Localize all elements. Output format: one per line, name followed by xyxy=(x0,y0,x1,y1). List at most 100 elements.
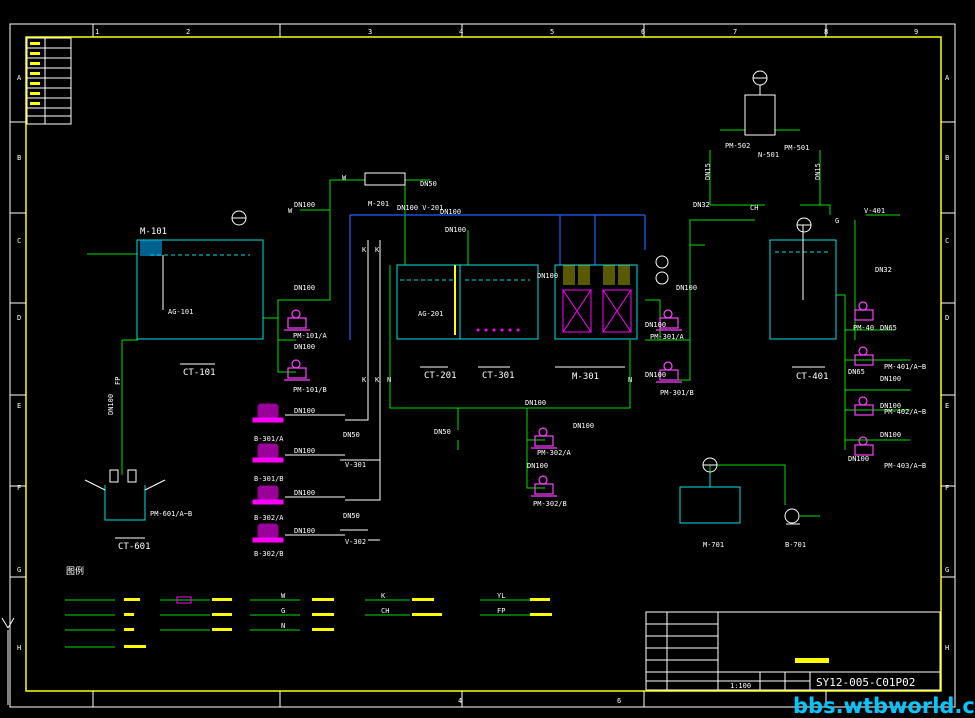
pipe-size-label: DN100 xyxy=(645,371,666,379)
tank-ct-301[interactable] xyxy=(459,264,539,340)
scale-label: 1:100 xyxy=(730,682,751,690)
pipe-size-label: DN100 xyxy=(294,447,315,455)
equipment-tag: PM-302/B xyxy=(533,500,567,508)
pipe-size-label: DN100 xyxy=(294,527,315,535)
row-label: H xyxy=(17,644,21,652)
equipment-tag: AG-201 xyxy=(418,310,443,318)
row-label: B xyxy=(17,154,21,162)
pumps xyxy=(284,301,874,497)
dosing-piping xyxy=(285,240,381,541)
legend-code: FP xyxy=(497,607,505,615)
blower-b-302-a[interactable] xyxy=(252,485,284,505)
tank-ct-401[interactable] xyxy=(769,225,837,340)
tank-ct-201[interactable] xyxy=(396,264,461,340)
pump-pm-101-a[interactable] xyxy=(284,309,310,331)
line-code: G xyxy=(835,217,839,225)
col-label: 4 xyxy=(459,28,463,36)
equipment-tag: N-501 xyxy=(758,151,779,159)
equipment-tag: DN100 V-201 xyxy=(397,204,443,212)
blower-b-301-b[interactable] xyxy=(252,443,284,463)
equipment-tag: B-302/A xyxy=(254,514,284,522)
col-label: 2 xyxy=(186,28,190,36)
drawing-title-mark xyxy=(795,658,829,663)
pump-pm-301-a[interactable] xyxy=(656,309,682,331)
pump-b-701[interactable] xyxy=(784,508,800,525)
drawing-number: SY12-005-C01P02 xyxy=(816,676,915,689)
legend-code: N xyxy=(281,622,285,630)
pipe-size-label: DN100 xyxy=(294,201,315,209)
pump-pm-101-b[interactable] xyxy=(284,359,310,381)
equipment-tag: B-301/B xyxy=(254,475,284,483)
pump-pm-403[interactable] xyxy=(854,436,874,456)
line-code: K xyxy=(375,376,380,384)
equipment-tag: AG-101 xyxy=(168,308,193,316)
equipment-tag: PM-101/B xyxy=(293,386,327,394)
tank-caption: CT-401 xyxy=(796,372,829,382)
line-code: FP xyxy=(114,377,122,385)
pump-pm-401[interactable] xyxy=(854,346,874,366)
line-code: N xyxy=(628,376,632,384)
line-code: K xyxy=(375,246,380,254)
equipment-tag: M-101 xyxy=(140,227,167,237)
pipe-size-label: DN100 xyxy=(440,208,461,216)
line-code: K xyxy=(362,246,367,254)
legend-code: W xyxy=(281,592,286,600)
sump-ct-601[interactable] xyxy=(84,469,166,521)
pipe-size-label: DN100 xyxy=(525,399,546,407)
row-label: D xyxy=(17,314,21,322)
equipment-tag: PM-40 xyxy=(853,324,874,332)
pump-pm-402[interactable] xyxy=(854,396,874,416)
legend-code: YL xyxy=(497,592,505,600)
row-label: A xyxy=(945,74,950,82)
blower-b-301-a[interactable] xyxy=(252,403,284,423)
row-label: G xyxy=(17,566,21,574)
watermark: bbs.wtbworld.com xyxy=(793,694,975,718)
pump-pm-302-a[interactable] xyxy=(531,427,557,449)
pipe-size-label: DN100 xyxy=(527,462,548,470)
pipe-size-label: DN50 xyxy=(420,180,437,188)
col-label: 3 xyxy=(368,28,372,36)
col-label: 5 xyxy=(550,28,554,36)
tank-caption: CT-601 xyxy=(118,542,151,552)
pipe-size-label: DN50 xyxy=(343,512,360,520)
pump-pm-4xx[interactable] xyxy=(854,301,874,321)
equipment-tag: PM-403/A~B xyxy=(884,462,926,470)
legend-title: 图例 xyxy=(66,565,84,577)
blower-b-302-b[interactable] xyxy=(252,523,284,543)
row-label: A xyxy=(17,74,22,82)
pipe-size-label: DN100 xyxy=(645,321,666,329)
equipment-tag: B-302/B xyxy=(254,550,284,558)
filter-m-201[interactable] xyxy=(364,172,406,186)
tank-ct-101[interactable] xyxy=(136,239,264,340)
equipment-tag: PM-601/A~B xyxy=(150,510,192,518)
row-label: C xyxy=(17,237,21,245)
row-label: C xyxy=(945,237,949,245)
legend-code: CH xyxy=(381,607,389,615)
row-label: G xyxy=(945,566,949,574)
pipe-size-label: DN100 xyxy=(445,226,466,234)
col-label: 1 xyxy=(95,28,99,36)
blowers xyxy=(252,403,284,543)
pipe-size-label: DN32 xyxy=(693,201,710,209)
tank-caption: CT-201 xyxy=(424,371,457,381)
pipe-size-label: DN100 xyxy=(294,407,315,415)
pipe-size-label: DN100 xyxy=(107,394,115,415)
row-label: B xyxy=(945,154,949,162)
instrument-bubbles xyxy=(231,70,812,473)
pipe-size-label: DN100 xyxy=(294,284,315,292)
tank-n-501[interactable] xyxy=(744,85,776,136)
membrane-tank-m-301[interactable] xyxy=(554,264,638,340)
pipe-size-label: DN50 xyxy=(343,431,360,439)
pipe-size-label: DN100 xyxy=(537,272,558,280)
row-label: H xyxy=(945,644,949,652)
pump-pm-301-b[interactable] xyxy=(656,361,682,383)
tank-caption: CT-301 xyxy=(482,371,515,381)
pump-pm-302-b[interactable] xyxy=(531,475,557,497)
tank-m-701[interactable] xyxy=(679,472,741,524)
equipment-tag: B-701 xyxy=(785,541,806,549)
equipment-tag: M-701 xyxy=(703,541,724,549)
equipment-tag: PM-401/A~B xyxy=(884,363,926,371)
title-block[interactable]: 1:100 SY12-005-C01P02 xyxy=(645,611,941,691)
